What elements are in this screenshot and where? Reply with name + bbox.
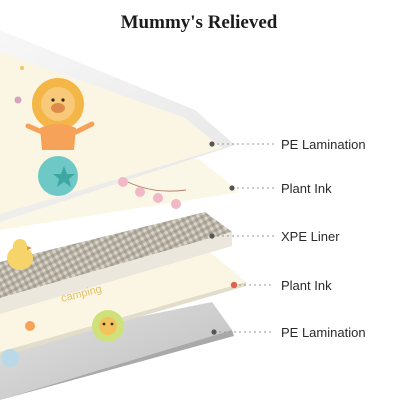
leader-dot <box>230 281 238 289</box>
layer-label-pe-lamination-top: PE Lamination <box>281 137 366 152</box>
layer-label-xpe-liner: XPE Liner <box>281 229 340 244</box>
bottom-lamination-edge <box>0 330 234 400</box>
leader-dot <box>229 185 235 191</box>
leader-lines <box>212 143 274 333</box>
page-title: Mummy's Relieved <box>120 12 278 33</box>
bottom-ink-sheet <box>0 252 246 352</box>
bottom-lamination-sheet <box>0 302 232 400</box>
leader-dot <box>209 141 215 147</box>
leader-dots <box>209 141 238 335</box>
xpe-liner-top <box>0 212 232 298</box>
bottom-ink-edge <box>0 282 246 357</box>
layer-label-plant-ink-bottom: Plant Ink <box>281 278 332 293</box>
lion-illustration <box>14 66 95 196</box>
xpe-liner-side <box>0 232 232 314</box>
layer-label-pe-lamination-bottom: PE Lamination <box>281 325 366 340</box>
flower-illustration <box>1 310 124 367</box>
leader-dot <box>211 329 217 335</box>
leader-dot <box>209 233 215 239</box>
chick-illustration <box>7 239 33 270</box>
garland-illustration <box>118 177 187 209</box>
layer-label-plant-ink-top: Plant Ink <box>281 181 332 196</box>
